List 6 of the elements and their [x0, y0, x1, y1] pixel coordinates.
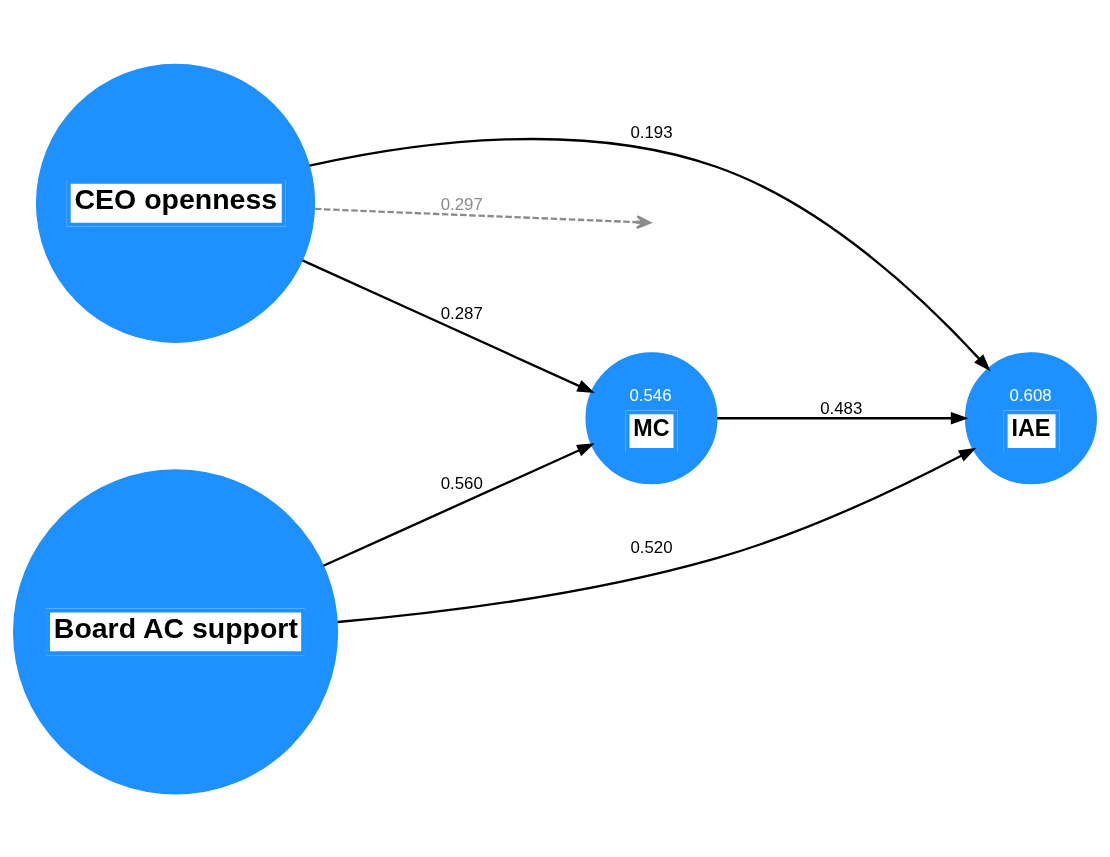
edge-label: 0.297 — [440, 194, 483, 214]
edge-label: 0.520 — [630, 537, 673, 557]
edge-label: 0.560 — [440, 473, 483, 493]
edge-label: 0.287 — [440, 303, 483, 323]
edge-label: 0.483 — [820, 398, 863, 418]
edge-label: 0.193 — [630, 122, 673, 142]
